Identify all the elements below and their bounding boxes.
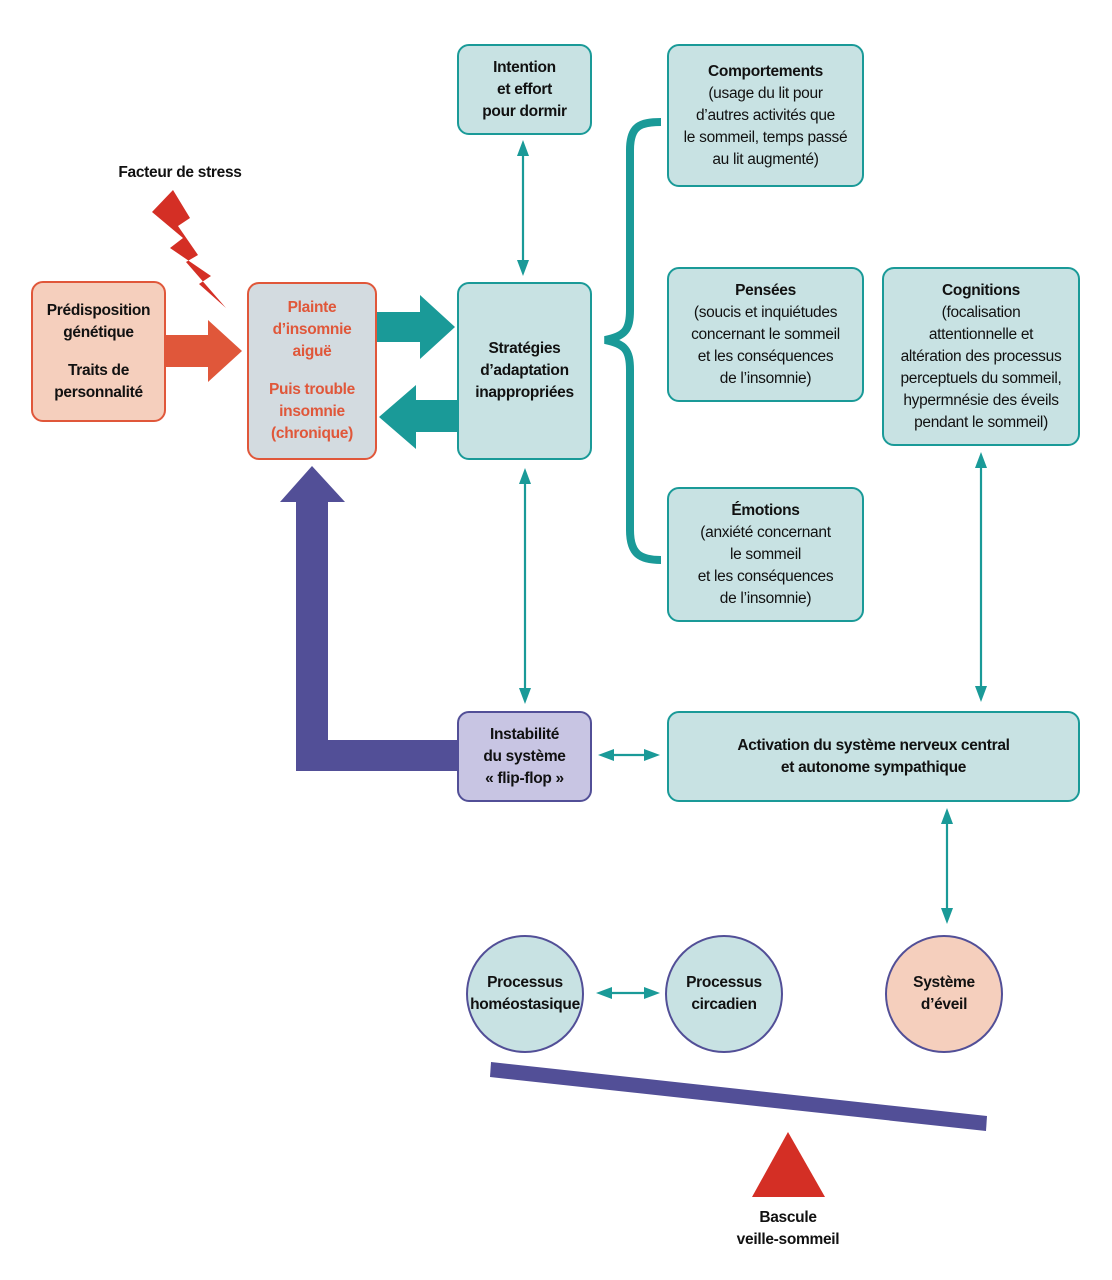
- bascule-line: Bascule: [759, 1209, 817, 1226]
- homeostatique-line: homéostasique: [470, 996, 580, 1013]
- predisposition-box: Prédisposition génétique Traits de perso…: [31, 281, 166, 422]
- homeostatique-line: Processus: [487, 974, 563, 991]
- emotions-line: de l’insomnie): [719, 589, 812, 607]
- cognitions-title: Cognitions: [942, 281, 1020, 299]
- strategies-box: Stratégies d’adaptation inappropriées: [457, 282, 592, 460]
- emotions-line: et les conséquences: [697, 567, 834, 585]
- arrow-predisposition-to-plainte: [166, 320, 242, 382]
- circadien-line: circadien: [691, 996, 757, 1013]
- personality-line: personnalité: [54, 383, 143, 401]
- eveil-line: Système: [913, 974, 975, 991]
- plainte-line: Puis trouble: [269, 381, 355, 398]
- eveil-line: d’éveil: [920, 996, 968, 1013]
- pensees-line: (soucis et inquiétudes: [693, 303, 838, 321]
- comportements-line: au lit augmenté): [712, 150, 819, 168]
- stress-label: Facteur de stress: [100, 162, 260, 184]
- intention-line: pour dormir: [482, 102, 567, 120]
- plainte-line: (chronique): [271, 425, 353, 442]
- plainte-line: insomnie: [279, 403, 345, 420]
- cognitions-line: (focalisation: [941, 303, 1021, 321]
- cognitions-line: hypermnésie des éveils: [903, 391, 1059, 409]
- double-arrow-intention-strategies: [517, 140, 529, 276]
- bascule-label: Bascule veille-sommeil: [708, 1207, 868, 1251]
- brace: [604, 118, 662, 564]
- predisposition-line: génétique: [63, 323, 134, 341]
- comportements-line: (usage du lit pour: [708, 84, 823, 102]
- lightning-bolt-icon: [152, 190, 226, 308]
- plainte-box: Plainte d’insomnie aiguë Puis trouble in…: [247, 282, 377, 460]
- homeostatique-circle: Processus homéostasique: [466, 935, 584, 1053]
- circadien-line: Processus: [686, 974, 762, 991]
- strategies-line: Stratégies: [488, 340, 561, 357]
- arrow-plainte-to-strategies: [377, 295, 455, 359]
- pensees-box: Pensées (soucis et inquiétudes concernan…: [667, 267, 864, 402]
- comportements-box: Comportements (usage du lit pour d’autre…: [667, 44, 864, 187]
- cognitions-box: Cognitions (focalisation attentionnelle …: [882, 267, 1080, 446]
- circadien-circle: Processus circadien: [665, 935, 783, 1053]
- activation-line: et autonome sympathique: [780, 758, 967, 776]
- double-arrow-strategies-instabilite: [519, 468, 531, 704]
- double-arrow-instabilite-activation: [598, 749, 660, 761]
- activation-box: Activation du système nerveux central et…: [667, 711, 1080, 802]
- predisposition-line: Prédisposition: [46, 301, 151, 319]
- emotions-title: Émotions: [731, 501, 800, 519]
- strategies-line: inappropriées: [475, 384, 574, 401]
- stress-label-text: Facteur de stress: [118, 164, 242, 181]
- emotions-box: Émotions (anxiété concernant le sommeil …: [667, 487, 864, 622]
- cognitions-line: perceptuels du sommeil,: [900, 369, 1062, 387]
- plainte-line: d’insomnie: [272, 321, 352, 338]
- pensees-line: et les conséquences: [697, 347, 834, 365]
- comportements-line: d’autres activités que: [695, 106, 835, 124]
- instabilite-box: Instabilité du système « flip-flop »: [457, 711, 592, 802]
- personality-line: Traits de: [67, 361, 130, 379]
- intention-box: Intention et effort pour dormir: [457, 44, 592, 135]
- emotions-line: (anxiété concernant: [700, 523, 831, 541]
- double-arrow-homeostatique-circadien: [596, 987, 660, 999]
- seesaw-beam: [490, 1062, 987, 1131]
- bascule-line: veille-sommeil: [736, 1231, 840, 1248]
- emotions-line: le sommeil: [729, 545, 802, 563]
- pensees-line: concernant le sommeil: [691, 325, 840, 343]
- eveil-circle: Système d’éveil: [885, 935, 1003, 1053]
- double-arrow-activation-eveil: [941, 808, 953, 924]
- pensees-title: Pensées: [735, 281, 796, 299]
- arrow-strategies-to-plainte: [379, 385, 458, 449]
- double-arrow-cognitions-activation: [975, 452, 987, 702]
- cognitions-line: pendant le sommeil): [914, 413, 1048, 431]
- pensees-line: de l’insomnie): [719, 369, 812, 387]
- intention-line: et effort: [497, 80, 552, 98]
- instabilite-line: Instabilité: [489, 725, 560, 743]
- comportements-title: Comportements: [708, 62, 823, 80]
- fulcrum-triangle: [752, 1132, 825, 1197]
- comportements-line: le sommeil, temps passé: [683, 128, 848, 146]
- strategies-line: d’adaptation: [480, 362, 569, 379]
- intention-line: Intention: [493, 58, 556, 76]
- activation-line: Activation du système nerveux central: [737, 736, 1010, 754]
- cognitions-line: altération des processus: [900, 347, 1062, 365]
- plainte-line: aiguë: [292, 343, 332, 360]
- plainte-line: Plainte: [287, 299, 337, 316]
- arrow-instabilite-to-plainte: [280, 466, 460, 771]
- instabilite-line: du système: [483, 747, 566, 765]
- instabilite-line: « flip-flop »: [485, 769, 564, 787]
- cognitions-line: attentionnelle et: [928, 325, 1034, 343]
